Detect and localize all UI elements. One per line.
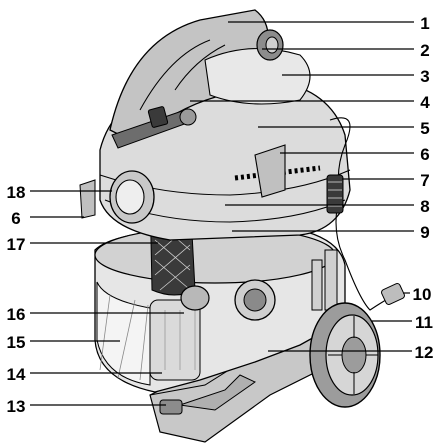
coupling <box>234 279 276 321</box>
callout-2: 2 <box>420 41 429 60</box>
callout-13: 13 <box>7 397 26 416</box>
callout-8: 8 <box>420 197 429 216</box>
rotary-knob <box>256 29 284 61</box>
rear-peg-1 <box>311 259 323 311</box>
callout-4: 4 <box>420 93 430 112</box>
callout-6-left: 6 <box>11 209 20 228</box>
callout-10: 10 <box>413 285 432 304</box>
wheel <box>309 302 381 408</box>
callout-3: 3 <box>420 67 429 86</box>
callout-6-right: 6 <box>420 145 429 164</box>
front-caster <box>159 399 183 415</box>
callout-7: 7 <box>420 171 429 190</box>
motor-head <box>99 9 351 241</box>
front-window <box>96 281 151 386</box>
callout-14: 14 <box>7 365 26 384</box>
callout-16: 16 <box>7 305 26 324</box>
callout-leaders <box>30 21 414 406</box>
hose-connector <box>180 285 210 311</box>
callout-1: 1 <box>420 14 429 33</box>
filter-ribs <box>164 310 196 370</box>
callout-11: 11 <box>415 313 433 332</box>
callout-18: 18 <box>7 183 26 202</box>
power-cable <box>326 117 405 311</box>
callout-17: 17 <box>7 235 26 254</box>
side-clip-left <box>79 179 96 219</box>
filter-cartridge <box>149 299 201 381</box>
callout-15: 15 <box>7 333 26 352</box>
callout-12: 12 <box>415 343 434 362</box>
callout-9: 9 <box>420 223 429 242</box>
rear-peg-2 <box>324 249 338 311</box>
side-clip-right <box>254 144 286 198</box>
callout-5: 5 <box>420 119 429 138</box>
suction-port <box>109 170 155 224</box>
callout-labels: 1 2 3 4 5 6 7 8 9 10 11 12 18 6 17 16 15… <box>7 14 434 416</box>
